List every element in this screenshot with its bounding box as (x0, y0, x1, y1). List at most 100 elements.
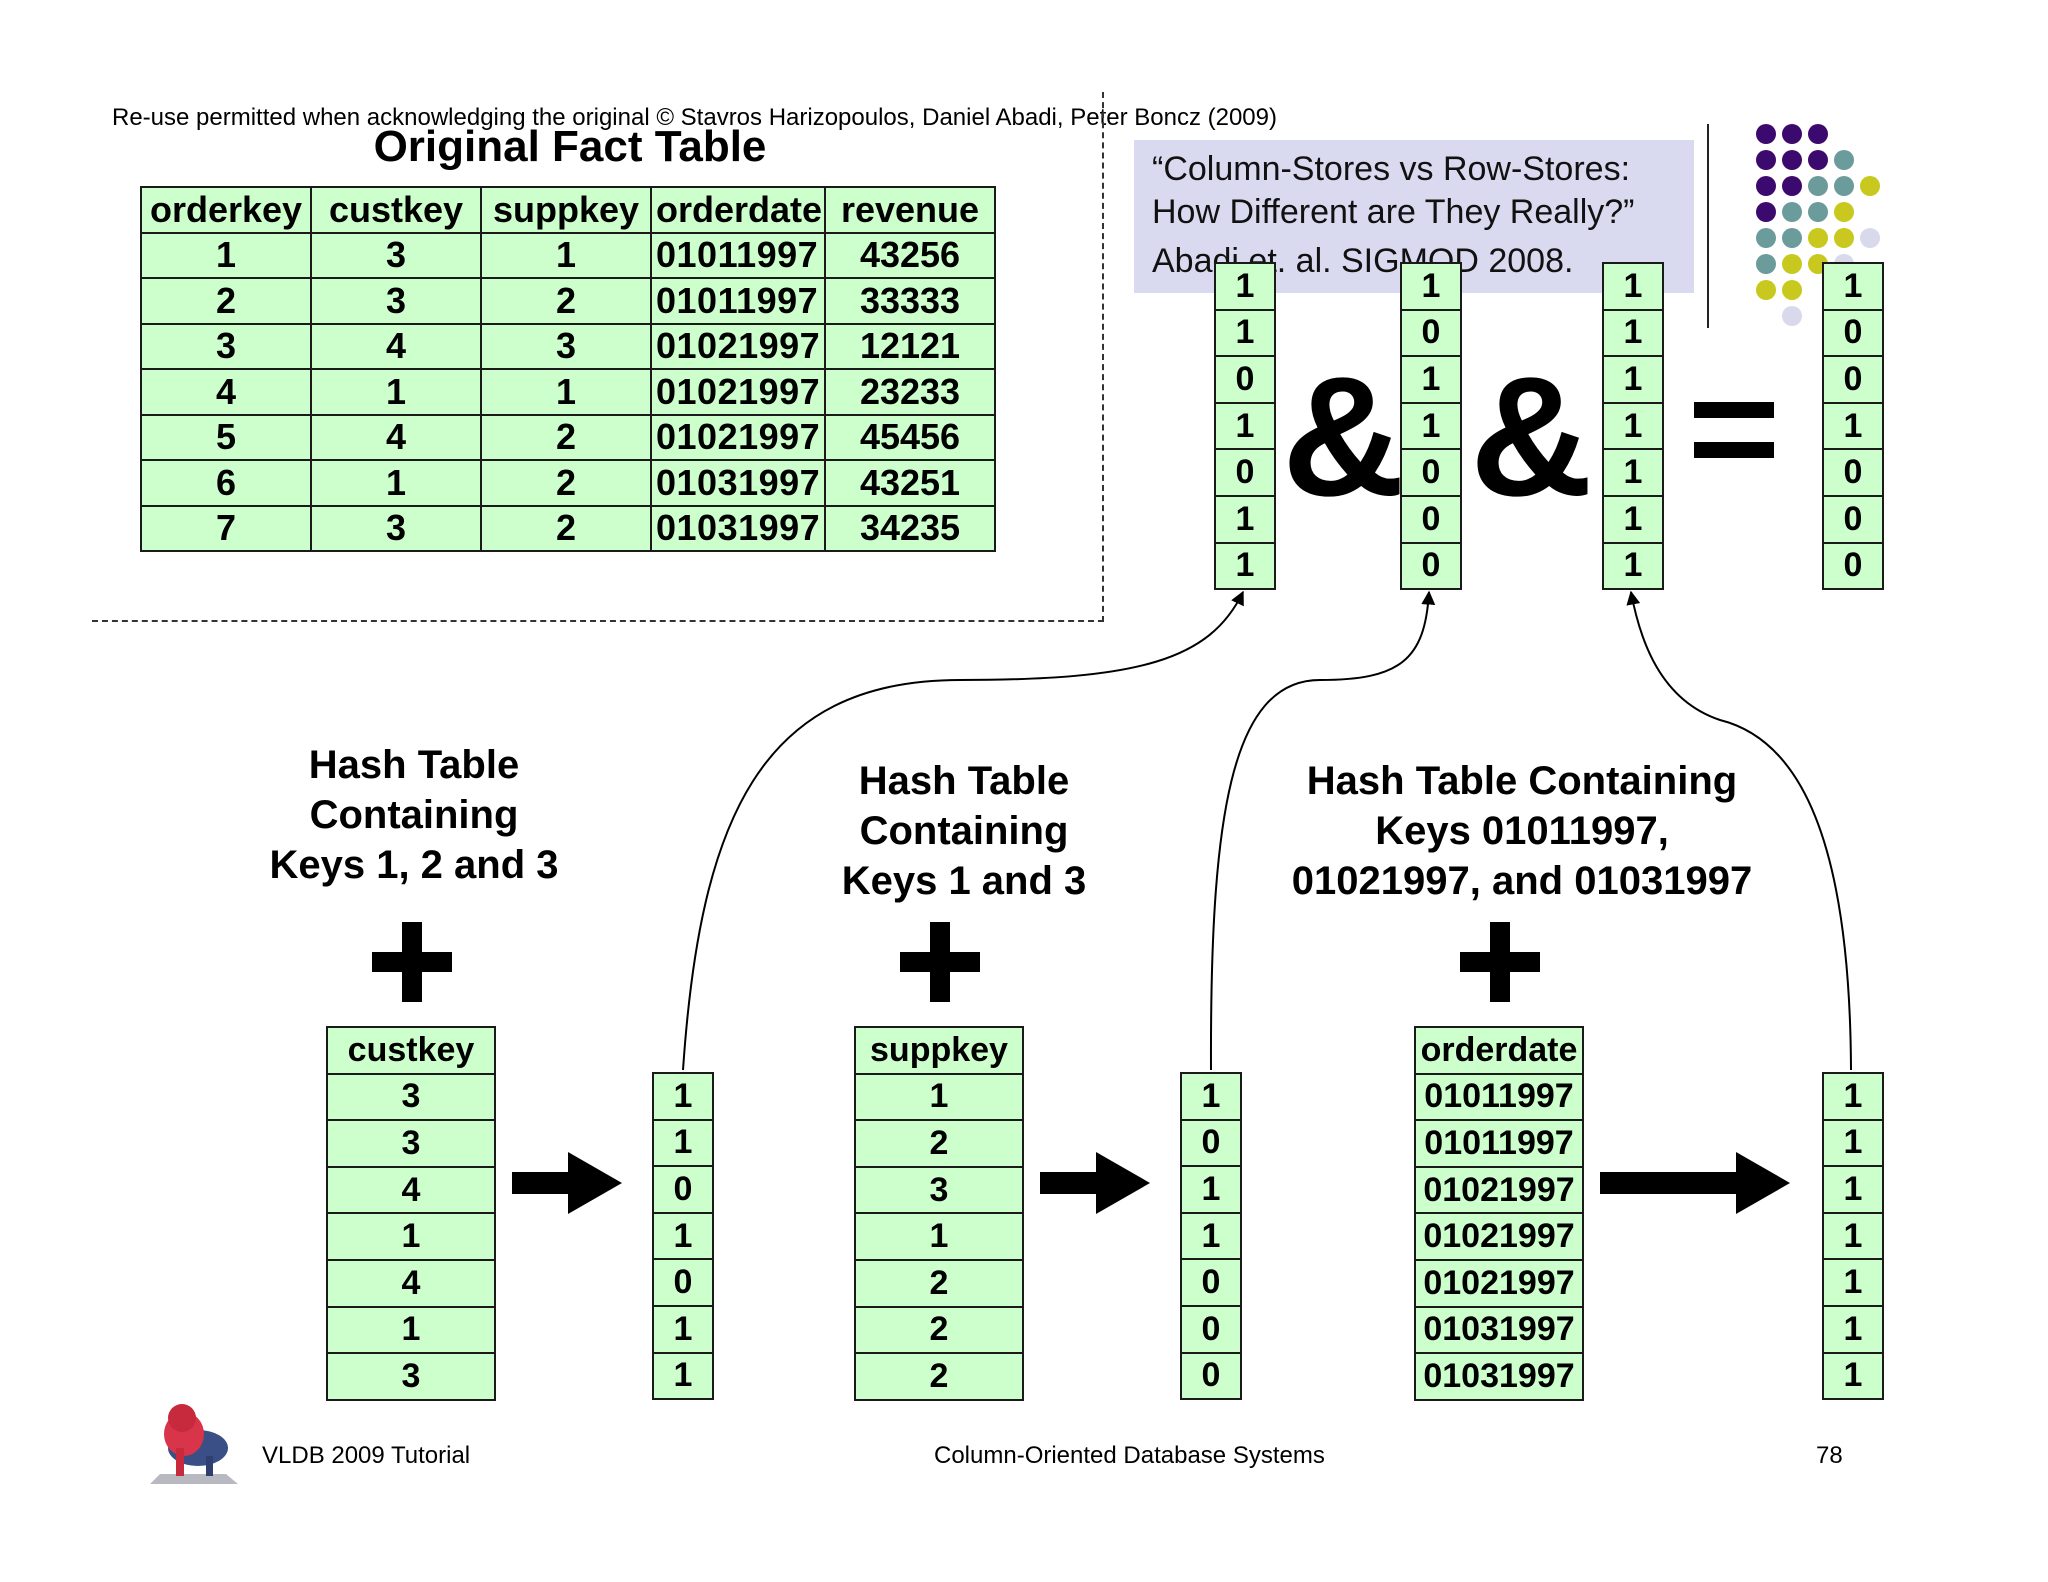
fact-table-cell-orderkey: 4 (140, 368, 312, 416)
fact-table-cell-revenue: 45456 (824, 413, 996, 461)
decorative-dot (1782, 254, 1802, 274)
decorative-dot (1834, 202, 1854, 222)
fact-table-cell-orderkey: 3 (140, 322, 312, 370)
bit-cell: 1 (1400, 355, 1462, 404)
suppkey-cell: 1 (854, 1072, 1024, 1122)
bit-cell: 0 (1400, 448, 1462, 497)
bit-cell: 1 (1602, 262, 1664, 311)
footer-course-title: Column-Oriented Database Systems (934, 1442, 1325, 1469)
decorative-dot (1782, 124, 1802, 144)
decorative-dot (1782, 228, 1802, 248)
suppkey-column-header: suppkey (854, 1026, 1024, 1075)
fact-table-cell-orderkey: 5 (140, 413, 312, 461)
fact-table-cell-custkey: 3 (310, 231, 482, 279)
hash-table-3-title-line: Keys 01011997, (1375, 809, 1669, 853)
fact-table-cell-orderdate: 01021997 (650, 322, 826, 370)
block-arrow-right-icon (512, 1152, 622, 1214)
custkey-cell: 4 (326, 1258, 496, 1308)
decorative-dot (1756, 124, 1776, 144)
suppkey-cell: 2 (854, 1352, 1024, 1401)
decorative-dot (1756, 202, 1776, 222)
decorative-dot (1808, 202, 1828, 222)
fact-table-cell-suppkey: 2 (480, 459, 652, 507)
bit-cell: 0 (1180, 1304, 1242, 1354)
hash-table-1-title: Hash Table Containing Keys 1, 2 and 3 (204, 740, 624, 890)
decorative-dot (1808, 150, 1828, 170)
bit-cell: 1 (1180, 1211, 1242, 1261)
bit-cell: 1 (1214, 541, 1276, 591)
result-bit-cell: 1 (1822, 401, 1884, 451)
bit-cell: 1 (1822, 1211, 1884, 1261)
custkey-cell: 1 (326, 1212, 496, 1261)
bit-cell: 1 (1214, 494, 1276, 544)
hash-table-3-title-line: Hash Table Containing (1306, 759, 1738, 803)
column-header-orderkey: orderkey (140, 186, 312, 234)
bit-cell: 1 (1822, 1165, 1884, 1214)
bit-cell: 0 (652, 1165, 714, 1214)
suppkey-cell: 3 (854, 1165, 1024, 1215)
fact-table-cell-suppkey: 2 (480, 413, 652, 461)
curved-arrow-orderdate (1626, 590, 1852, 1071)
decorative-dot (1834, 228, 1854, 248)
block-arrow-right-icon (1600, 1152, 1790, 1214)
bit-cell: 1 (652, 1072, 714, 1121)
curved-arrow-custkey (682, 590, 1244, 1071)
custkey-cell: 4 (326, 1165, 496, 1215)
page-number: 78 (1816, 1442, 1843, 1469)
decorative-dot (1782, 202, 1802, 222)
custkey-cell: 3 (326, 1352, 496, 1401)
bit-cell: 0 (1214, 355, 1276, 404)
fact-table-cell-custkey: 3 (310, 277, 482, 325)
fact-table-cell-suppkey: 1 (480, 231, 652, 279)
bit-cell: 1 (1214, 262, 1276, 311)
fact-table-cell-revenue: 43256 (824, 231, 996, 279)
bit-cell: 1 (1602, 355, 1664, 404)
orderdate-cell: 01031997 (1414, 1352, 1584, 1401)
dashed-divider-vertical (1102, 92, 1104, 622)
plus-icon (1460, 922, 1540, 1002)
bit-cell: 1 (652, 1351, 714, 1401)
bit-cell: 1 (1214, 308, 1276, 358)
fact-table: orderkey custkey suppkey orderdate reven… (140, 186, 996, 552)
hash-table-2-title-line: Keys 1 and 3 (841, 859, 1087, 903)
fact-table-cell-custkey: 3 (310, 504, 482, 552)
fact-table-cell-orderkey: 6 (140, 459, 312, 507)
custkey-cell: 3 (326, 1072, 496, 1122)
bit-cell: 1 (1602, 401, 1664, 451)
bit-cell: 1 (1400, 262, 1462, 311)
bit-cell: 0 (1180, 1118, 1242, 1168)
column-header-revenue: revenue (824, 186, 996, 234)
bit-cell: 1 (1822, 1072, 1884, 1121)
decorative-dot (1860, 176, 1880, 196)
fact-table-cell-suppkey: 1 (480, 368, 652, 416)
lion-statue-logo (150, 1404, 238, 1484)
decorative-dot (1808, 228, 1828, 248)
fact-table-cell-orderkey: 7 (140, 504, 312, 552)
fact-table-cell-suppkey: 3 (480, 322, 652, 370)
equals-operator (1694, 402, 1776, 464)
fact-table-cell-custkey: 4 (310, 322, 482, 370)
custkey-column-header: custkey (326, 1026, 496, 1075)
custkey-cell: 1 (326, 1305, 496, 1355)
decorative-dot (1782, 150, 1802, 170)
decorative-dot (1782, 280, 1802, 300)
bit-cell: 0 (1400, 541, 1462, 591)
fact-table-cell-custkey: 4 (310, 413, 482, 461)
decorative-dot (1808, 124, 1828, 144)
result-bit-cell: 0 (1822, 308, 1884, 358)
result-bit-cell: 1 (1822, 262, 1884, 311)
fact-table-cell-suppkey: 2 (480, 504, 652, 552)
result-bit-cell: 0 (1822, 448, 1884, 497)
bit-cell: 1 (1400, 401, 1462, 451)
